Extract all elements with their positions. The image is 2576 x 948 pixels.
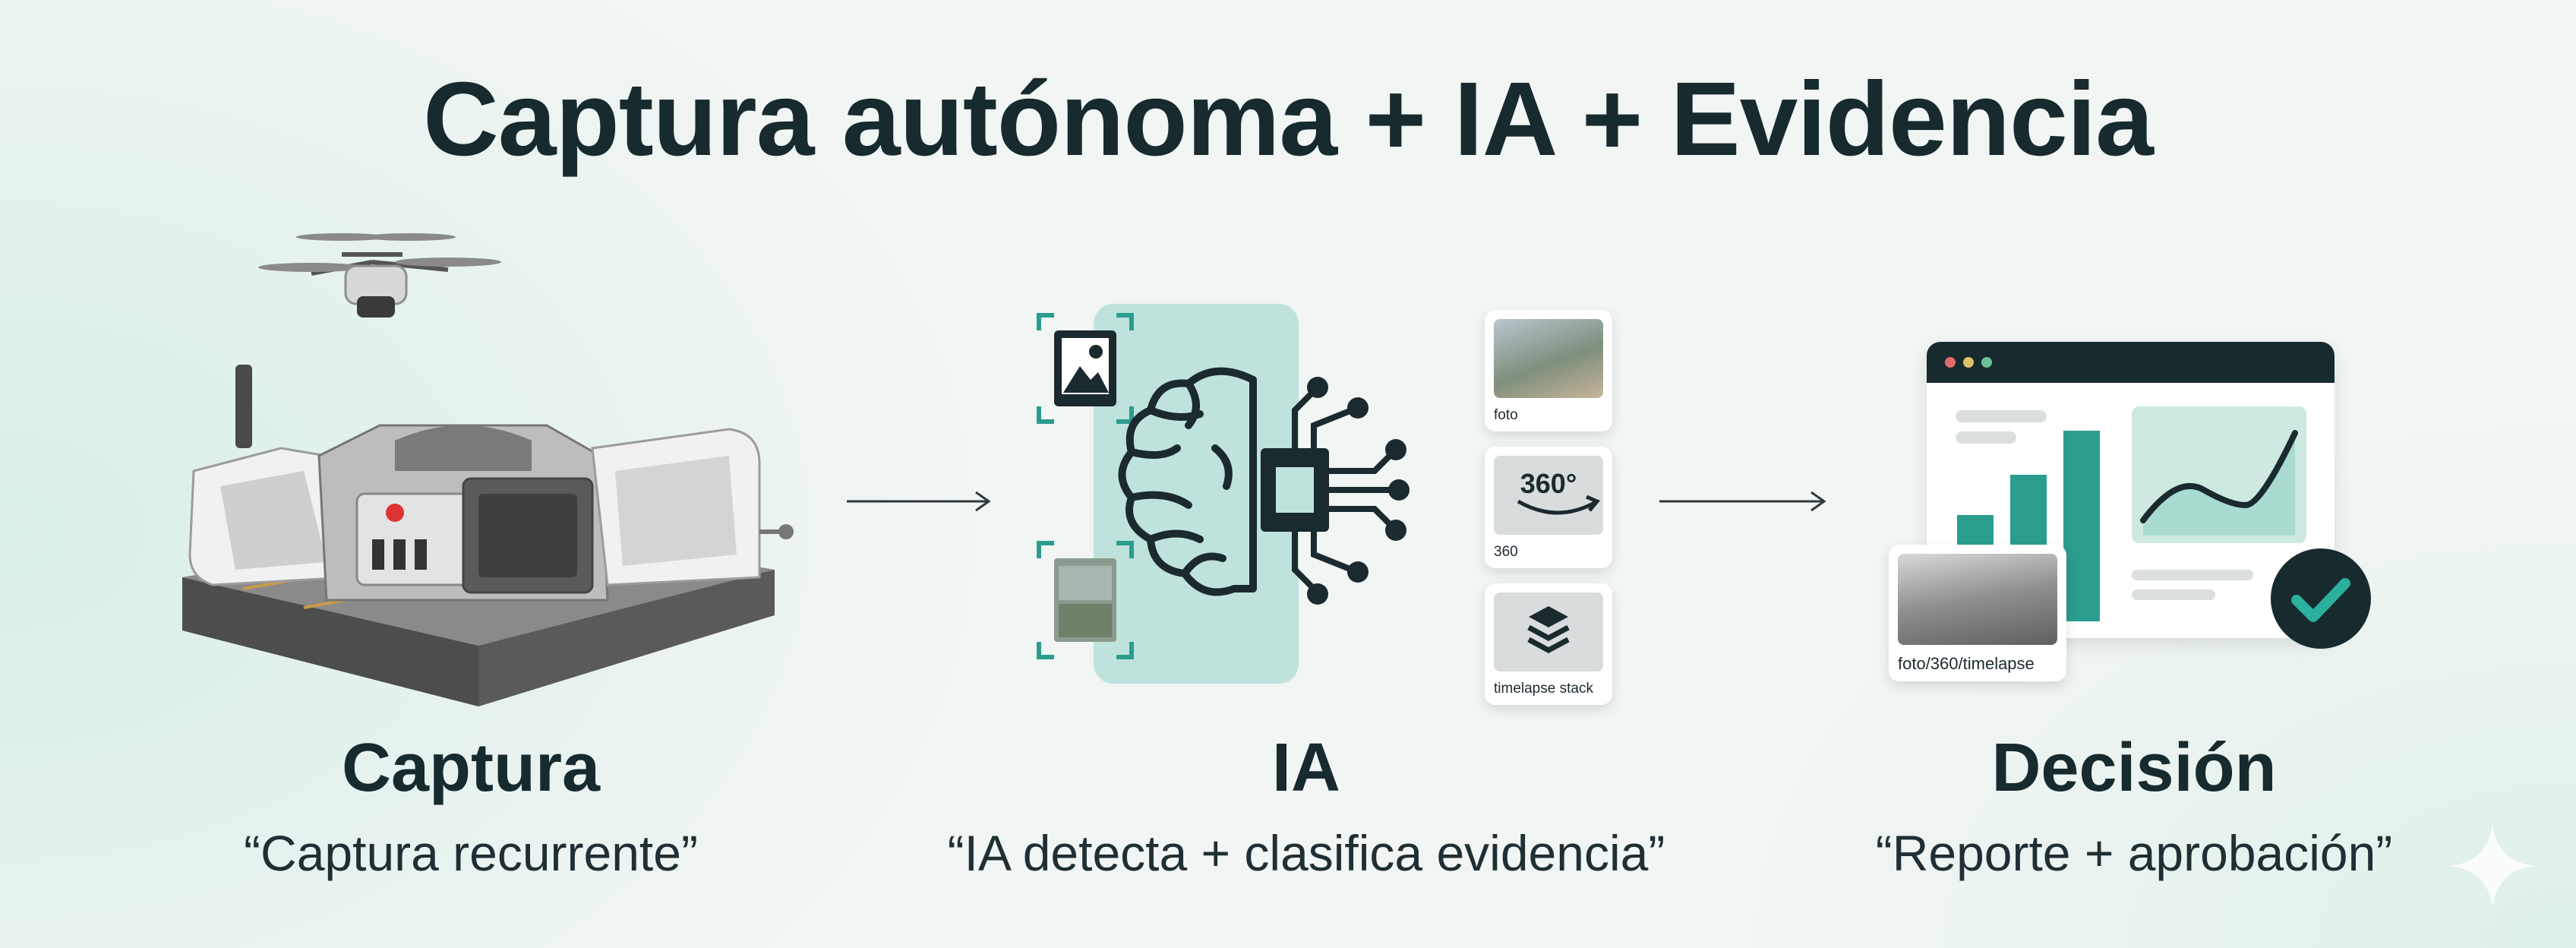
construction-photo	[1494, 319, 1603, 398]
checkmark-icon	[2271, 548, 2371, 649]
image-icon	[1037, 313, 1134, 424]
step-subtitle-capture: “Captura recurrente”	[244, 825, 698, 881]
report-dashboard-window	[1927, 342, 2334, 638]
window-dot-yellow	[1963, 357, 1974, 368]
drone-icon	[258, 233, 501, 318]
line-chart-panel	[2132, 406, 2306, 543]
interior-photo	[1898, 554, 2057, 645]
badge-360: 360°	[1520, 468, 1577, 499]
arrow-capture-to-ai	[847, 491, 991, 512]
evidence-caption-timelapse: timelapse stack	[1494, 681, 1593, 697]
window-dot-green	[1981, 357, 1992, 368]
window-titlebar	[1927, 342, 2334, 383]
step-label-decision: Decisión	[1991, 730, 2277, 806]
capture-illustration	[182, 233, 794, 706]
report-evidence-card: foto/360/timelapse	[1889, 545, 2066, 681]
docking-station-icon	[182, 365, 794, 706]
evidence-caption-photo: foto	[1494, 407, 1518, 423]
step-label-capture: Captura	[341, 730, 601, 806]
ai-illustration	[1037, 304, 1410, 684]
step-label-ai: IA	[1272, 730, 1340, 806]
step-subtitle-decision: “Reporte + aprobación”	[1875, 825, 2393, 881]
bar-3	[2063, 431, 2100, 621]
report-evidence-caption: foto/360/timelapse	[1898, 654, 2035, 673]
evidence-card-timelapse: timelapse stack	[1485, 583, 1612, 705]
circuit-chip-icon	[1261, 377, 1410, 605]
window-dot-red	[1945, 357, 1956, 368]
layers-icon	[1527, 606, 1570, 653]
photo-thumbnail	[1037, 541, 1134, 659]
evidence-card-360: 360° 360	[1485, 447, 1612, 568]
arrow-ai-to-decision	[1659, 491, 1826, 512]
sparkle-icon	[2451, 824, 2534, 908]
evidence-caption-360: 360	[1494, 544, 1518, 560]
page-title: Captura autónoma + IA + Evidencia	[423, 61, 2154, 178]
evidence-card-photo: foto	[1485, 310, 1612, 431]
rotate-360-icon	[1517, 495, 1601, 515]
brain-icon	[1118, 367, 1257, 596]
step-subtitle-ai: “IA detecta + clasifica evidencia”	[947, 825, 1665, 881]
